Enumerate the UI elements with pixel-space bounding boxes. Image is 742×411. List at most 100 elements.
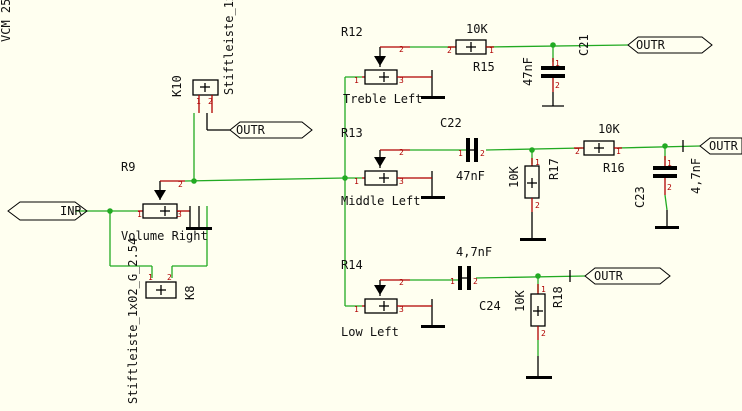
wire-c24-outr [475, 275, 586, 279]
k8-ref: K8 [183, 286, 197, 300]
r15-ref: R15 [473, 60, 495, 74]
r14-ref: R14 [341, 258, 363, 272]
pin-number: 1 [450, 277, 455, 286]
capacitor-c21[interactable]: C21 47nF 1 2 [521, 34, 591, 107]
symbol-stroke [374, 157, 386, 167]
c23-value: 4,7nF [689, 158, 703, 194]
r16-value: 10K [598, 122, 620, 136]
symbol-stroke [541, 74, 565, 78]
pin-number: 1 [535, 158, 540, 167]
pin-number: 1 [555, 59, 560, 68]
pin-number: 2 [473, 277, 478, 286]
r9-value: Volume Right [121, 229, 208, 243]
pin-number: 2 [447, 46, 452, 55]
resistor-r16[interactable]: 10K R16 2 1 [574, 122, 625, 175]
pin-number: 1 [196, 97, 201, 106]
pin-number: 1 [667, 159, 672, 168]
pin-number: 2 [208, 97, 213, 106]
pin-number: 2 [575, 147, 580, 156]
capacitor-c22[interactable]: C22 47nF 1 2 [440, 116, 485, 183]
c23-ref: C23 [633, 186, 647, 208]
symbol-stroke [526, 376, 552, 379]
r18-value: 10K [513, 290, 527, 312]
r13-value: Middle Left [341, 194, 420, 208]
pin-number: 2 [480, 149, 485, 158]
junctions [107, 42, 668, 279]
c22-value: 47nF [456, 169, 485, 183]
net-label-inr[interactable]: INR [7, 201, 88, 221]
resistor-r15[interactable]: 10K R15 2 1 [447, 22, 495, 74]
title-fragment: VCM 25 [0, 0, 13, 42]
net-label-outr[interactable]: OUTR [699, 137, 742, 155]
symbol-label: OUTR [709, 139, 739, 153]
pin-number: 2 [167, 273, 172, 282]
c24-ref: C24 [479, 299, 501, 313]
pin-number: 2 [667, 183, 672, 192]
pin-number: 1 [354, 177, 359, 186]
pin-number: 1 [354, 305, 359, 314]
pin-number: 2 [541, 329, 546, 338]
symbol-stroke [474, 138, 478, 162]
r12-ref: R12 [341, 25, 363, 39]
c21-value: 47nF [521, 57, 535, 86]
pin-number: 2 [555, 81, 560, 90]
symbol-stroke [467, 266, 471, 290]
pin-number: 1 [616, 147, 621, 156]
junction-dot [529, 147, 535, 153]
r12-value: Treble Left [343, 92, 422, 106]
net-label-outr[interactable]: OUTR [627, 36, 713, 54]
pin-number: 1 [458, 149, 463, 158]
net-label-outr[interactable]: OUTR [584, 267, 671, 285]
c22-ref: C22 [440, 116, 462, 130]
r9-ref: R9 [121, 160, 135, 174]
net-label-outr[interactable]: OUTR [207, 121, 313, 139]
symbol-stroke [192, 79, 219, 96]
k10-value: Stiftleiste_1x02_G [222, 0, 236, 95]
resistor-r17[interactable]: 10K R17 1 2 [507, 158, 561, 241]
wire-main-bus [184, 177, 346, 182]
r17-ref: R17 [547, 158, 561, 180]
potentiometer-r9[interactable]: R9 Volume Right 1 3 2 [121, 160, 212, 243]
k10-ref: K10 [170, 75, 184, 97]
resistor-r18[interactable]: 10K R18 1 2 [513, 284, 565, 379]
junction-dot [191, 178, 197, 184]
pin-number: 1 [354, 76, 359, 85]
potentiometer-r14[interactable]: R14 Low Left 1 3 2 [341, 258, 445, 339]
symbol-stroke [374, 285, 386, 295]
potentiometer-r13[interactable]: R13 Middle Left 1 3 2 [341, 126, 445, 208]
symbol-stroke [421, 325, 445, 328]
junction-dot [535, 273, 541, 279]
junction-dot [342, 175, 348, 181]
symbol-stroke [7, 201, 88, 221]
connector-k10[interactable]: 1 2 K10 Stiftleiste_1x02_G [170, 0, 236, 130]
c24-value: 4,7nF [456, 245, 492, 259]
junction-dot [550, 42, 556, 48]
symbol-stroke [520, 238, 546, 241]
pin-number: 3 [399, 177, 404, 186]
symbol-stroke [653, 166, 677, 170]
pin-number: 2 [399, 148, 404, 157]
pin-number: 2 [399, 278, 404, 287]
symbol-stroke [154, 190, 166, 200]
potentiometer-r12[interactable]: R12 Treble Left 1 3 2 [341, 25, 445, 106]
junction-dot [107, 208, 113, 214]
symbol-label: OUTR [594, 269, 624, 283]
output-stubs [569, 140, 684, 282]
r13-ref: R13 [341, 126, 363, 140]
symbol-stroke [584, 267, 671, 285]
symbol-stroke [145, 281, 177, 299]
symbol-label: INR [60, 204, 82, 218]
pin-number: 1 [489, 46, 494, 55]
r15-value: 10K [466, 22, 488, 36]
capacitor-c23[interactable]: C23 4,7nF 1 2 [633, 156, 703, 229]
connector-k8[interactable]: 1 2 K8 Stiftleiste_1x02_G_2.54 [126, 238, 197, 404]
symbol-stroke [421, 96, 445, 99]
pin-number: 3 [177, 210, 182, 219]
symbol-stroke [699, 137, 742, 155]
pin-number: 3 [399, 305, 404, 314]
symbol-stroke [655, 226, 679, 229]
capacitor-c24[interactable]: 4,7nF C24 1 2 [450, 245, 501, 313]
symbol-stroke [229, 121, 313, 139]
symbol-stroke [421, 196, 445, 199]
